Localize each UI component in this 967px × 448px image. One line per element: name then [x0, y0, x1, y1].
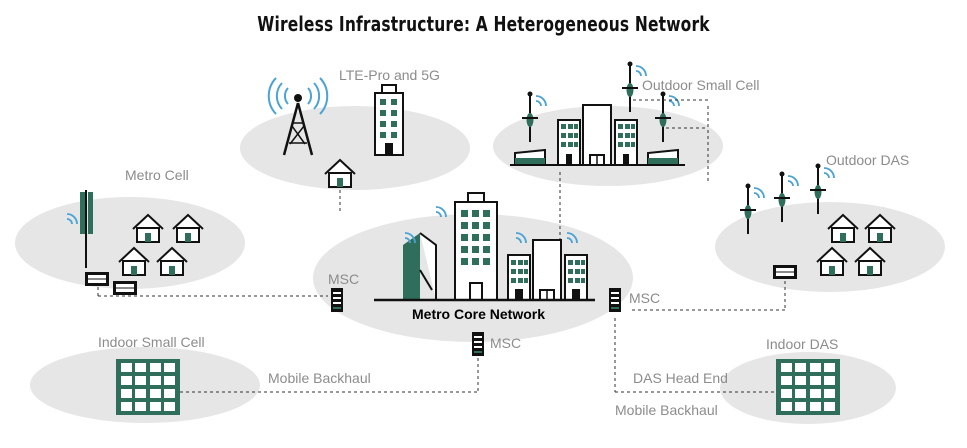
msc-server-icon [472, 332, 484, 356]
label-das-head-end: DAS Head End [633, 370, 728, 386]
equipment-box-icon [772, 264, 798, 280]
label-msc-right: MSC [629, 290, 661, 306]
label-mobile-backhaul-left: Mobile Backhaul [268, 370, 371, 386]
msc-server-icon [609, 288, 621, 312]
metro-cell-tower-icon [66, 190, 93, 268]
label-msc-left: MSC [328, 271, 360, 287]
label-indoor-das: Indoor DAS [766, 336, 839, 352]
label-msc-bottom: MSC [490, 335, 522, 351]
label-metro-cell: Metro Cell [125, 167, 189, 183]
label-metro-core: Metro Core Network [412, 306, 546, 322]
lte-ellipse [240, 106, 470, 190]
indoor-building-icon [116, 359, 180, 415]
label-outdoor-small-cell: Outdoor Small Cell [642, 77, 760, 93]
label-indoor-small-cell: Indoor Small Cell [98, 334, 205, 350]
label-outdoor-das: Outdoor DAS [826, 152, 910, 168]
indoor-building-icon [776, 359, 840, 415]
connection-lines [97, 106, 786, 393]
diagram-title: Wireless Infrastructure: A Heterogeneous… [257, 12, 710, 36]
equipment-box-icon [84, 271, 110, 287]
office-building-icon [374, 84, 404, 156]
city-skyline-icon [374, 192, 595, 302]
cell-tower-icon [267, 77, 329, 156]
outdoor-small-cell-buildings-icon [510, 104, 685, 166]
label-lte: LTE-Pro and 5G [339, 67, 440, 83]
label-mobile-backhaul-right: Mobile Backhaul [615, 402, 718, 418]
msc-server-icon [331, 288, 343, 312]
equipment-box-icon [112, 280, 138, 296]
